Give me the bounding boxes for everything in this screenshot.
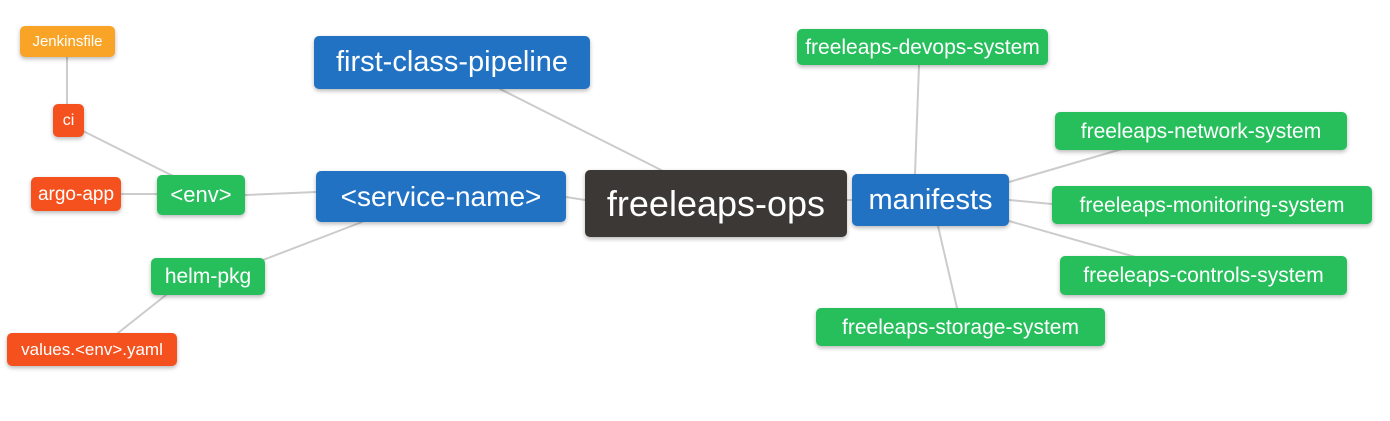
node-storage-system[interactable]: freeleaps-storage-system (816, 308, 1105, 346)
edge-service-name--helm-pkg (262, 221, 363, 261)
node-network-system[interactable]: freeleaps-network-system (1055, 112, 1347, 150)
edge-helm-pkg--values-env-yaml (117, 294, 167, 334)
edge-service-name--freeleaps-ops (565, 196, 586, 201)
node-values-env-yaml[interactable]: values.<env>.yaml (7, 333, 177, 366)
edge-manifests--storage-system (937, 225, 958, 309)
edge-manifests--network-system (1008, 148, 1123, 183)
node-first-class-pipeline[interactable]: first-class-pipeline (314, 36, 590, 89)
node-devops-system[interactable]: freeleaps-devops-system (797, 29, 1048, 65)
edge-ci--env (82, 130, 176, 178)
edge-manifests--devops-system (914, 64, 920, 175)
edge-manifests--controls-system (1008, 220, 1140, 259)
node-freeleaps-ops[interactable]: freeleaps-ops (585, 170, 847, 237)
node-jenkinsfile[interactable]: Jenkinsfile (20, 26, 115, 57)
node-manifests[interactable]: manifests (852, 174, 1009, 226)
node-monitoring-system[interactable]: freeleaps-monitoring-system (1052, 186, 1372, 224)
node-ci[interactable]: ci (53, 104, 84, 137)
node-service-name[interactable]: <service-name> (316, 171, 566, 222)
node-argo-app[interactable]: argo-app (31, 177, 121, 211)
node-helm-pkg[interactable]: helm-pkg (151, 258, 265, 295)
edge-env--service-name (244, 191, 317, 196)
edge-manifests--monitoring-system (1008, 199, 1053, 205)
edge-first-class-pipeline--freeleaps-ops (499, 88, 664, 172)
node-env[interactable]: <env> (157, 175, 245, 215)
node-controls-system[interactable]: freeleaps-controls-system (1060, 256, 1347, 295)
